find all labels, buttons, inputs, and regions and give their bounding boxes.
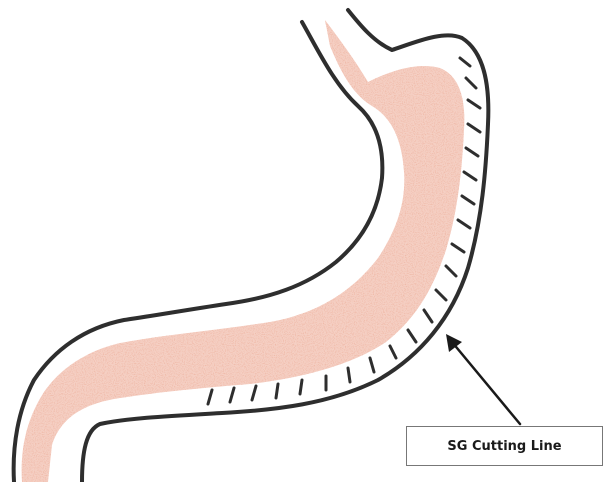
staple-mark xyxy=(276,384,278,398)
staple-mark xyxy=(230,388,234,402)
staple-mark xyxy=(300,380,302,394)
staple-mark xyxy=(464,172,476,180)
staple-mark xyxy=(408,330,416,342)
staple-mark xyxy=(468,124,480,132)
staple-mark xyxy=(348,368,350,382)
staple-mark xyxy=(452,244,464,252)
staple-mark xyxy=(370,358,374,372)
sg-cutting-line-label: SG Cutting Line xyxy=(447,439,561,454)
staple-mark xyxy=(390,346,396,358)
staple-mark xyxy=(252,386,256,400)
staple-mark xyxy=(446,266,456,276)
staple-mark xyxy=(466,78,476,88)
staple-mark xyxy=(208,390,212,404)
staple-mark xyxy=(458,220,470,228)
staple-mark xyxy=(468,100,480,108)
staple-mark xyxy=(462,196,474,204)
staple-mark xyxy=(436,290,446,300)
staple-mark xyxy=(466,148,478,156)
staple-mark xyxy=(460,58,470,66)
callout-label-box: SG Cutting Line xyxy=(406,426,603,466)
staple-mark xyxy=(424,310,432,322)
callout-arrow xyxy=(446,334,520,424)
